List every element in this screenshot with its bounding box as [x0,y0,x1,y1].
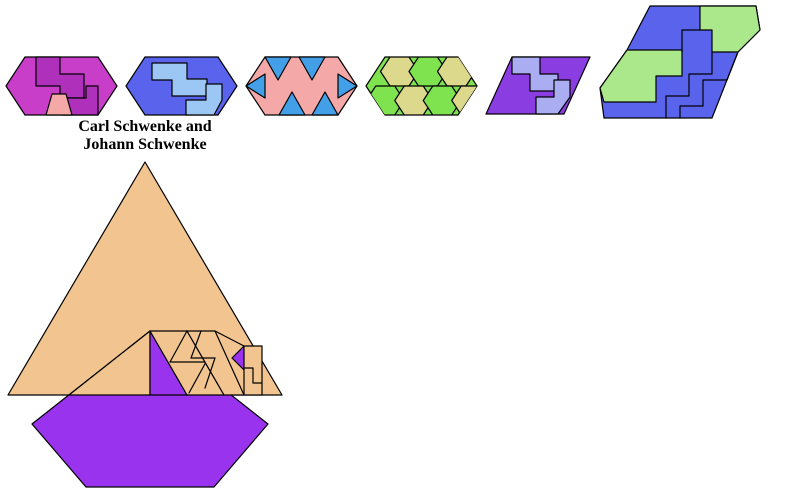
dissection-stair-line [243,367,263,384]
fig3-right-point-piece [337,73,358,99]
fig6-stair-line [679,51,739,119]
figure-blue-green-stepped [599,5,761,119]
main-dissection-figure [7,161,283,488]
fig3-left-point-piece [245,73,266,99]
caption-line-2: Johann Schwenke [83,136,207,153]
fig3-zigzag-piece [278,91,306,116]
fig6-stair-line [665,51,713,119]
main-hexagon [31,330,269,488]
fig3-zigzag-piece [311,91,339,116]
fig3-zigzag-piece [298,56,326,81]
fig2-hook-piece [185,83,223,116]
fig6-stair-line [681,29,701,53]
fig6-green-step-piece [699,5,761,53]
dissection-zigzag-line [169,330,207,394]
figure-salmon-blue-hexagon [245,56,358,116]
caption-line-1: Carl Schwenke and [78,118,212,135]
dissection-zigzag-line [190,330,216,389]
fig4-honeycomb-cells [366,57,477,115]
fig5-hook-piece [535,79,571,115]
fig1-trapezoid-piece [45,93,73,116]
caption-authors: Carl Schwenke and Johann Schwenke [30,118,260,154]
dissection-top-edge-line [214,330,245,347]
diagram-root-group [5,5,761,488]
fig6-green-step-piece [599,49,683,103]
figure-magenta-hexagon [5,56,118,116]
figure-purple-parallelogram [485,56,591,115]
figure-green-honeycomb [365,56,478,116]
figure-blue-hexagon [125,56,238,116]
fig3-zigzag-piece [264,56,292,81]
